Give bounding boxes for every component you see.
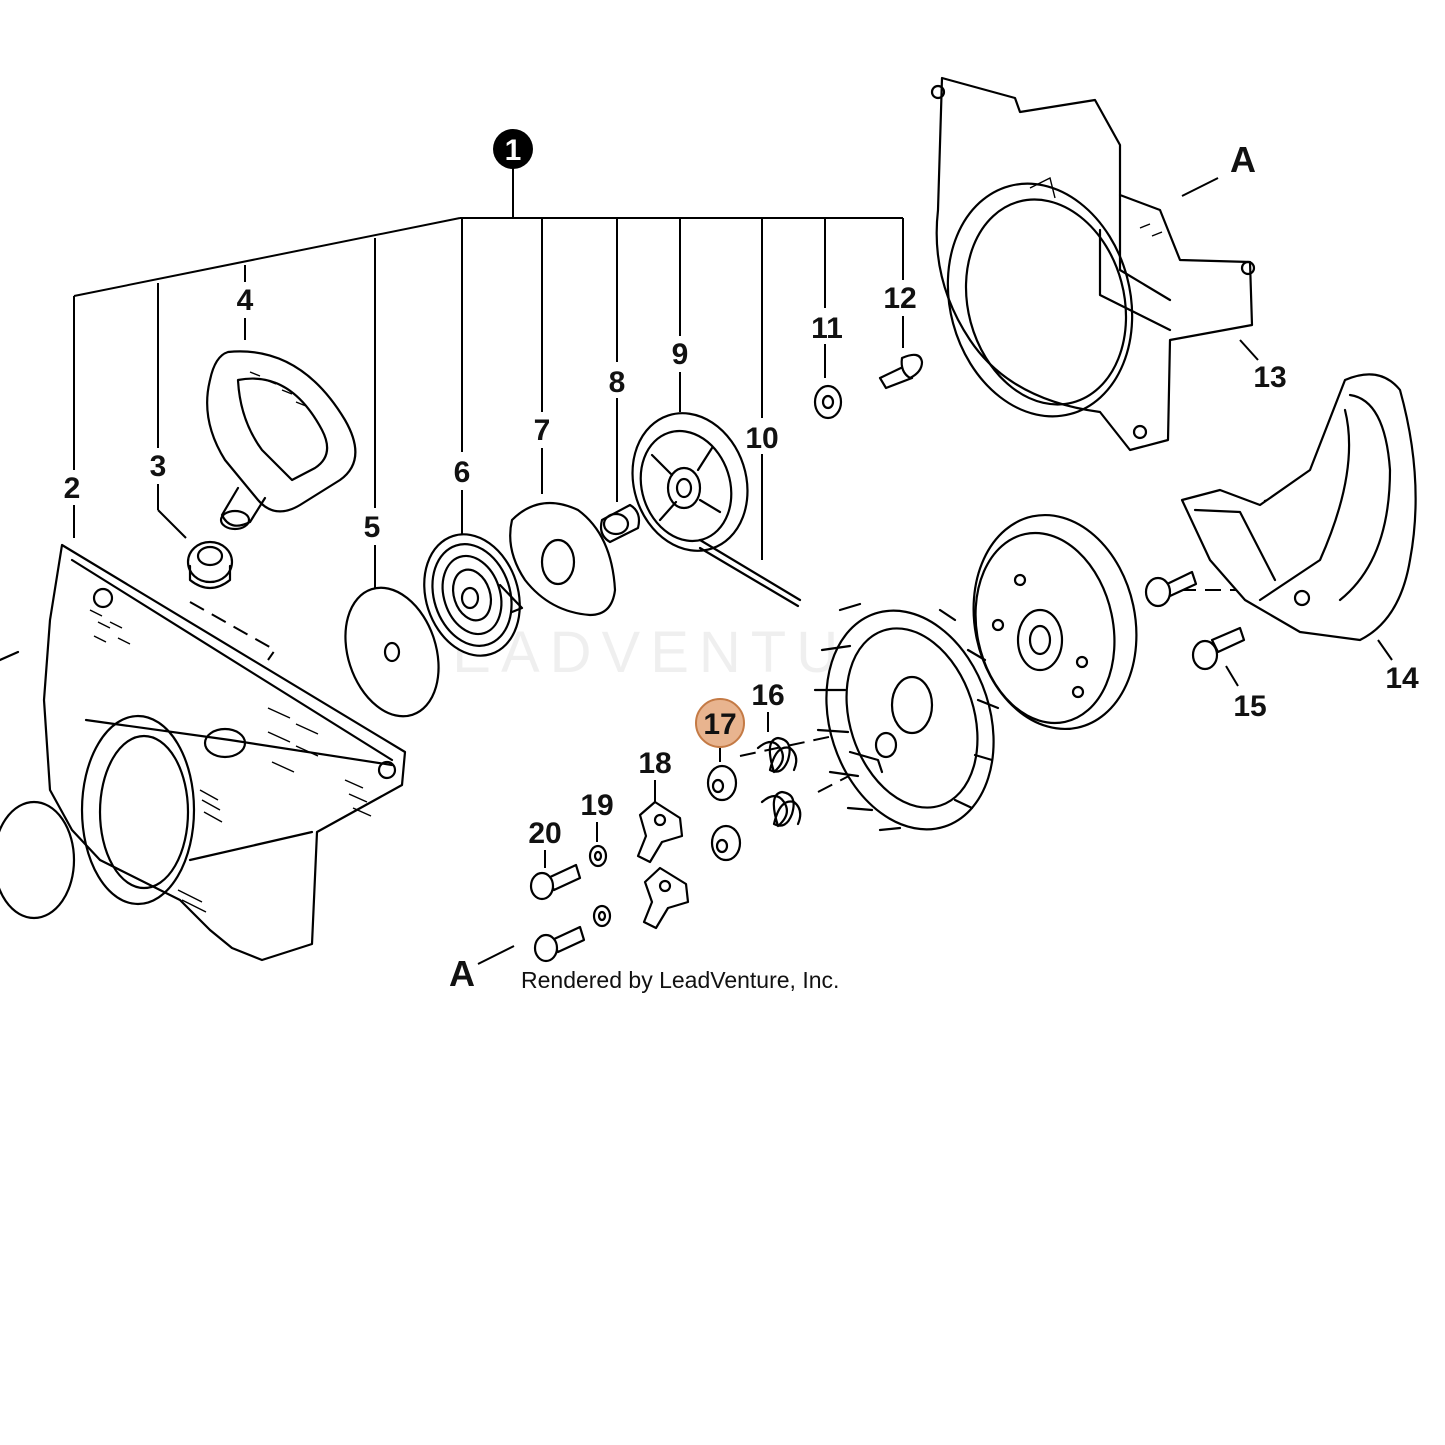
highlighted-callout-circle <box>695 698 745 748</box>
screws-20 <box>529 863 586 963</box>
starter-housing <box>0 543 407 962</box>
springs-16 <box>756 736 802 828</box>
callout-5[interactable]: 5 <box>364 511 381 544</box>
callout-13[interactable]: 13 <box>1253 361 1286 394</box>
kit-marker-label: 1 <box>505 134 522 167</box>
washer-5 <box>344 586 440 718</box>
callout-19[interactable]: 19 <box>580 789 613 822</box>
callout-2[interactable]: 2 <box>64 472 81 505</box>
cylinder-guide <box>1180 373 1417 642</box>
magnet-rotor <box>972 513 1138 731</box>
starter-handle <box>206 350 357 531</box>
screws-15 <box>1144 570 1246 671</box>
callout-9[interactable]: 9 <box>672 338 689 371</box>
kit-marker[interactable]: 1 <box>493 129 533 169</box>
rope-bushing <box>186 540 234 590</box>
callout-3[interactable]: 3 <box>150 450 167 483</box>
part-leader-lines <box>73 177 1393 965</box>
callout-16[interactable]: 16 <box>751 679 784 712</box>
washer-11 <box>813 384 843 420</box>
callout-6[interactable]: 6 <box>454 456 471 489</box>
callout-11[interactable]: 11 <box>811 312 843 345</box>
callout-10[interactable]: 10 <box>745 422 778 455</box>
render-credit: Rendered by LeadVenture, Inc. <box>521 967 839 993</box>
callout-7[interactable]: 7 <box>534 414 551 447</box>
callout-4[interactable]: 4 <box>237 284 254 317</box>
kit-bracket-lines <box>73 168 904 508</box>
callout-18[interactable]: 18 <box>638 747 671 780</box>
callout-17[interactable]: 17 <box>703 708 736 741</box>
left-screw-fragment <box>0 650 20 662</box>
callout-20[interactable]: 20 <box>528 817 561 850</box>
rope-pulley <box>631 412 749 552</box>
spring-plate <box>509 501 617 617</box>
collar <box>599 503 641 544</box>
pawls-18 <box>636 800 690 930</box>
fan-cover <box>930 76 1256 452</box>
collars-17 <box>706 764 742 862</box>
callout-12[interactable]: 12 <box>883 282 916 315</box>
recoil-spring <box>423 533 524 657</box>
callout-14[interactable]: 14 <box>1385 662 1419 695</box>
callout-8[interactable]: 8 <box>609 366 626 399</box>
screw-12 <box>878 353 924 390</box>
flywheel <box>813 602 1000 832</box>
reference-mark-top: A <box>1230 139 1256 180</box>
washers-19 <box>588 844 612 928</box>
starter-rope <box>698 538 802 602</box>
reference-mark-bottom: A <box>449 953 475 994</box>
callout-labels: 2 3 4 5 6 7 8 9 10 11 12 13 14 15 16 17 … <box>64 282 1419 850</box>
callout-15[interactable]: 15 <box>1233 690 1266 723</box>
